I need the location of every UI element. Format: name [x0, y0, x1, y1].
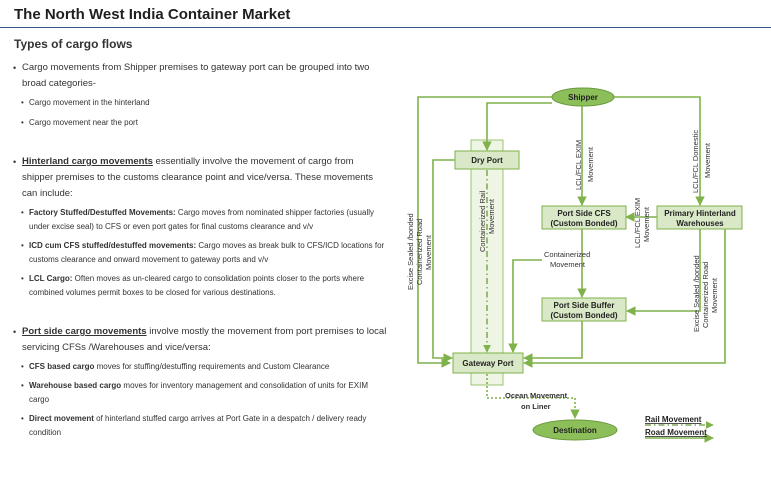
- port-side-text: involve mostly the movement from port pr…: [22, 326, 387, 353]
- lcl-exim-label-1: LCL/FCL EXIM: [574, 140, 583, 190]
- page-title: The North West India Container Market: [14, 6, 291, 23]
- direct-bullet: Direct movement of hinterland stuffed ca…: [12, 412, 387, 440]
- title-divider: [0, 27, 771, 28]
- port-side-heading: Port side cargo movements: [22, 326, 147, 337]
- lcl-exim-label-2: Movement: [586, 146, 595, 182]
- phw-label-2: Warehouses: [676, 219, 724, 228]
- factory-bullet: Factory Stuffed/Destuffed Movements: Car…: [12, 206, 387, 234]
- factory-heading: Factory Stuffed/Destuffed Movements:: [29, 208, 176, 217]
- hinterland-text: essentially involve the movement of carg…: [22, 156, 373, 199]
- rail-label-2: Movement: [487, 198, 496, 234]
- lcl-text: Often moves as un-cleared cargo to conso…: [29, 274, 365, 297]
- road-line-inner-left: [432, 159, 455, 363]
- intro-bullet: Cargo movements from Shipper premises to…: [12, 60, 387, 92]
- excise-right-label-3: Movement: [710, 277, 719, 313]
- lcl-heading: LCL Cargo:: [29, 274, 73, 283]
- icd-heading: ICD cum CFS stuffed/destuffed movements:: [29, 241, 197, 250]
- hinterland-bullet: Hinterland cargo movements essentially i…: [12, 154, 387, 202]
- category-bullet: Cargo movement in the hinterland: [12, 96, 387, 110]
- road-line-shipper-dryport: [482, 102, 552, 151]
- intro-text: Cargo movements from Shipper premises to…: [22, 62, 370, 89]
- road-line-buffer-gateway: [523, 321, 583, 363]
- dry-port-label: Dry Port: [471, 156, 503, 165]
- lcl-exim-mid-label-2: Movement: [642, 206, 651, 242]
- buffer-label-2: (Custom Bonded): [550, 311, 617, 320]
- warehouse-heading: Warehouse based cargo: [29, 381, 122, 390]
- ocean-label-2: on Liner: [521, 402, 551, 411]
- destination-node: [532, 419, 618, 441]
- port-side-bullet: Port side cargo movements involve mostly…: [12, 324, 387, 356]
- icd-bullet: ICD cum CFS stuffed/destuffed movements:…: [12, 239, 387, 267]
- buffer-label-1: Port Side Buffer: [554, 301, 615, 310]
- factory-text: Cargo moves from nominated shipper facto…: [29, 208, 374, 231]
- port-side-cfs-node: [541, 205, 627, 230]
- ocean-line: [486, 374, 580, 419]
- shipper-label: Shipper: [568, 93, 598, 102]
- cfs-text: moves for stuffing/destuffing requiremen…: [94, 362, 330, 371]
- gateway-port-node: [452, 352, 524, 374]
- warehouse-text: moves for inventory management and conso…: [29, 381, 368, 404]
- road-line-cfs-gateway: [508, 259, 542, 353]
- lcl-domestic-label-1: LCL/FCL Domestic: [691, 130, 700, 193]
- road-line-phw-gateway: [523, 229, 726, 368]
- shipper-node: [551, 87, 615, 107]
- category-bullet: Cargo movement near the port: [12, 116, 387, 130]
- cargo-flow-text: Cargo movements from Shipper premises to…: [12, 60, 387, 440]
- containerized-label-2: Movement: [550, 260, 586, 269]
- direct-heading: Direct movement: [29, 414, 94, 423]
- ocean-label-1: Ocean Movement: [505, 391, 568, 400]
- hinterland-heading: Hinterland cargo movements: [22, 156, 153, 167]
- lcl-bullet: LCL Cargo: Often moves as un-cleared car…: [12, 272, 387, 300]
- primary-hinterland-node: [656, 205, 743, 230]
- icd-text: Cargo moves as break bulk to CFS/ICD loc…: [29, 241, 385, 264]
- excise-left-label-3: Movement: [424, 234, 433, 270]
- rail-corridor: [470, 139, 504, 386]
- direct-text: of hinterland stuffed cargo arrives at P…: [29, 414, 367, 437]
- road-line-shipper-phw: [614, 96, 705, 206]
- lcl-exim-mid-label-1: LCL/FCL EXIM: [633, 198, 642, 248]
- destination-label: Destination: [553, 426, 597, 435]
- section-subtitle: Types of cargo flows: [14, 37, 133, 51]
- cfs-label-1: Port Side CFS: [557, 209, 611, 218]
- dry-port-node: [454, 150, 520, 170]
- gateway-label: Gateway Port: [462, 359, 513, 368]
- excise-right-label-2: Containerized Road: [701, 262, 710, 328]
- category-port: Cargo movement near the port: [29, 118, 138, 127]
- excise-left-label-2: Containerized Road: [415, 219, 424, 285]
- cfs-bullet: CFS based cargo moves for stuffing/destu…: [12, 360, 387, 374]
- cfs-heading: CFS based cargo: [29, 362, 95, 371]
- lcl-domestic-label-2: Movement: [703, 142, 712, 178]
- legend-road-label: Road Movement: [645, 428, 707, 437]
- category-hinterland: Cargo movement in the hinterland: [29, 98, 150, 107]
- excise-left-label-1: Excise Sealed /bonded: [406, 213, 415, 290]
- warehouse-bullet: Warehouse based cargo moves for inventor…: [12, 379, 387, 407]
- rail-label-1: Containerized Rail: [478, 190, 487, 252]
- containerized-label-1: Containerized: [544, 250, 590, 259]
- road-line-shipper-left: [417, 96, 552, 368]
- port-side-buffer-node: [541, 297, 627, 322]
- legend-rail-label: Rail Movement: [645, 415, 702, 424]
- phw-label-1: Primary Hinterland: [664, 209, 736, 218]
- cfs-label-2: (Custom Bonded): [550, 219, 617, 228]
- excise-right-label-1: Excise Sealed /bonded: [692, 255, 701, 332]
- road-line-phw-buffer: [626, 229, 701, 316]
